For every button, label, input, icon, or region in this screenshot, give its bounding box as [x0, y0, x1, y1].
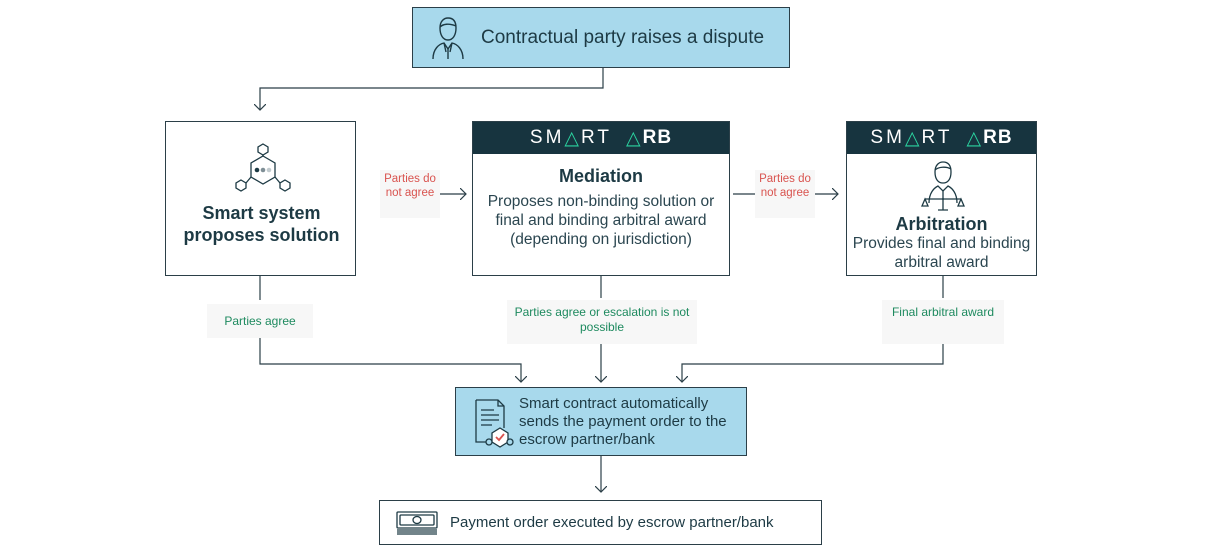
label-not-agree-2: Parties do not agree — [755, 170, 815, 218]
brand-triangle-icon: △ — [564, 127, 582, 149]
cash-stack-icon — [396, 510, 438, 535]
person-icon — [432, 16, 464, 59]
smart-contract-label: Smart contract automatically sends the p… — [519, 395, 727, 448]
brand-text-rt: RT — [921, 127, 953, 148]
brand-triangle-icon: △ — [904, 127, 922, 149]
label-not-agree-1: Parties do not agree — [380, 170, 440, 218]
contract-document-icon — [475, 399, 514, 448]
mediation-box: SM△RT △RB Mediation Proposes non-binding… — [472, 121, 730, 276]
brand-triangle-icon-2: △ — [626, 127, 643, 149]
mediation-title: Mediation — [559, 166, 643, 186]
dispute-box: Contractual party raises a dispute — [412, 7, 790, 68]
mediation-body: Proposes non-binding solution or final a… — [487, 193, 715, 248]
arbitration-box: SM△RT △RB Arbitration Provides final and… — [846, 121, 1037, 276]
brand-text-sm: SM — [870, 127, 905, 148]
smart-system-title: Smart system proposes solution — [183, 203, 340, 245]
brand-triangle-icon-2: △ — [966, 127, 984, 149]
label-parties-agree: Parties agree — [207, 304, 313, 338]
smart-contract-box: Smart contract automatically sends the p… — [455, 387, 747, 456]
brand-text-sm: SM — [529, 127, 565, 148]
arbitration-body: Provides final and binding arbitral awar… — [852, 235, 1031, 271]
payment-box: Payment order executed by escrow partner… — [379, 500, 822, 545]
mediation-brand-bar: SM△RT △RB — [473, 122, 729, 154]
judge-icon — [921, 161, 965, 211]
connector-smart-to-contract — [259, 276, 521, 382]
label-agree-or-escalation: Parties agree or escalation is not possi… — [507, 300, 697, 344]
payment-label: Payment order executed by escrow partner… — [450, 514, 774, 531]
arbitration-brand-bar: SM△RT △RB — [847, 122, 1036, 154]
connector-top-to-smart — [260, 68, 604, 110]
label-final-award: Final arbitral award — [882, 300, 1004, 344]
network-hexagon-icon — [235, 143, 291, 192]
smart-system-box: Smart system proposes solution — [165, 121, 356, 276]
brand-text-rb: RB — [642, 127, 673, 148]
brand-text-rb: RB — [983, 127, 1013, 148]
arbitration-title: Arbitration — [895, 214, 988, 234]
brand-text-rt: RT — [581, 127, 613, 148]
connector-arbitration-to-contract — [682, 276, 944, 382]
dispute-label: Contractual party raises a dispute — [481, 26, 765, 48]
